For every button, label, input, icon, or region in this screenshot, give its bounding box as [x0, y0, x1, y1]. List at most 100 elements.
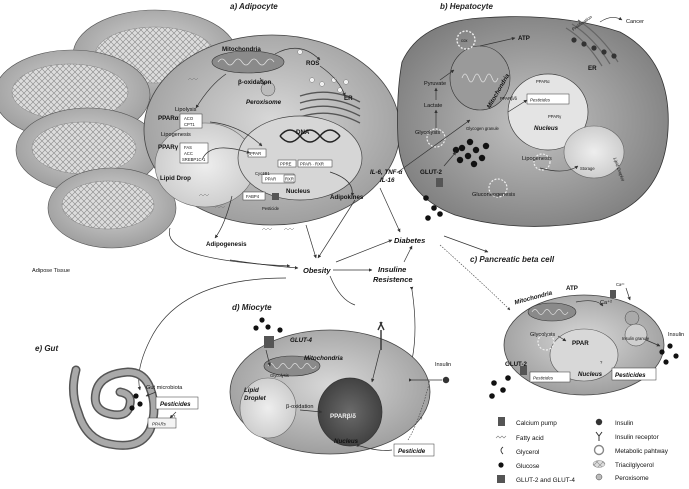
gut: e) Gut Gut microbiota Pesticides PPARs ? [35, 344, 199, 450]
fas-label: FAS [184, 145, 192, 150]
dna-label: DNA [296, 129, 310, 136]
legend-item-peroxisome: Peroxisome [595, 473, 649, 482]
obesity-label: Obesity [303, 266, 331, 275]
panel-title-adipocyte: a) Adipocyte [230, 2, 278, 11]
cpt1-label: CPT1 [184, 122, 195, 127]
glut2-hep-icon [436, 178, 443, 187]
mio-q-label: ? [420, 416, 423, 421]
systemic-effects: IL-6, TNF-α IL-16 Diabetes Obesity Insul… [137, 119, 511, 391]
ppar-rxr-complex-label: PPAR [265, 177, 276, 182]
glycerol-legend-icon [500, 446, 504, 455]
mio-lipid-label-2: Droplet [244, 395, 267, 402]
mitochondria-label: Mitochondria [222, 46, 261, 53]
lipid-drop-label: Lipid Drop [160, 175, 191, 182]
ppar-rxr-label: PPAR·· RXR [300, 162, 324, 167]
beta-glut2-label: GLUT-2 [505, 361, 528, 368]
insulin-resistance-label-1: Insuline [378, 265, 406, 274]
hep-nucleus-label: Nucleus [534, 125, 559, 132]
ppar-bd-hep-label: PPARβ/δ [500, 96, 518, 101]
ppar-alpha-label: PPARα [158, 115, 179, 122]
pesticide-icon [272, 193, 279, 200]
atp-label: ATP [518, 35, 530, 42]
ros-label: ROS [306, 60, 319, 67]
hep-lipogenesis-label: Lipogenesis [522, 156, 552, 162]
legend-item-glucose: Glucose [498, 462, 540, 470]
panel-title-gut: e) Gut [35, 344, 58, 353]
beta-oxidation-label: β-oxidation [238, 79, 272, 86]
lipogenesis-label: Lipogenesis [161, 132, 191, 138]
beta-nucleus-label: Nucleus [578, 371, 603, 378]
legend-item-glycerol: Glycerol [500, 446, 539, 456]
acc-label: ACC [184, 151, 193, 156]
legend-item-fatty-acid: Fatty acid [495, 435, 544, 442]
er-label: ER [344, 95, 353, 102]
svg-text:Calcium pump: Calcium pump [516, 420, 557, 427]
fatty-acid-marks [187, 77, 295, 231]
panel-title-beta-cell: c) Pancreatic beta cell [470, 255, 555, 264]
er-shape [299, 91, 361, 124]
beta-atp-label: ATP [566, 285, 578, 292]
peroxisome-label: Peroxisome [246, 99, 282, 106]
calcium-pump-legend-icon [498, 417, 505, 426]
insulin-receptor-legend-icon [595, 431, 603, 441]
beta-q-label: ? [600, 360, 603, 365]
svg-text:Insulin: Insulin [615, 420, 634, 427]
calcium-pump-icon [610, 290, 616, 298]
adipogenesis-label: Adipogenesis [206, 241, 247, 248]
hep-pesticides-label: Pesticides [530, 98, 551, 103]
legend-item-triacylglycerol: Triacilglycerol [592, 460, 654, 469]
insulin-resistance-label-2: Resistence [373, 275, 413, 284]
legend: Calcium pump Fatty acid Glycerol Glucose… [495, 417, 669, 484]
pesticide-label: Pesticide [262, 206, 280, 211]
legend-item-calcium-pump: Calcium pump [498, 417, 557, 427]
svg-text:GLUT-2 and GLUT-4: GLUT-2 and GLUT-4 [516, 477, 575, 484]
glut4-label: GLUT-4 [290, 337, 313, 344]
svg-text:Metabolic pahtway: Metabolic pahtway [615, 448, 669, 455]
gut-ppars-label: PPARs [152, 422, 167, 427]
diabetes-label: Diabetes [394, 236, 425, 245]
svg-text:Triacilglycerol: Triacilglycerol [615, 462, 654, 469]
triacylglycerol-legend-icon [592, 460, 606, 468]
glut-legend-icon [497, 475, 505, 483]
legend-item-glut: GLUT-2 and GLUT-4 [497, 475, 575, 484]
insulin-granule-label: Insulin granule [622, 336, 650, 341]
beta-pesticides2-label: Pesticides [615, 372, 646, 379]
glycolysis-label: Glycolysis [415, 130, 440, 136]
mio-ppar-label: PPARβ/δ [330, 413, 356, 420]
cancer-label: Cancer [626, 19, 644, 25]
beta-ppar-label: PPAR [572, 340, 589, 347]
mio-glycolysis-label: Glycolysis [270, 373, 289, 378]
svg-text:Glucose: Glucose [516, 463, 540, 470]
storage-label: Storage [580, 166, 595, 171]
pyruvate-label: Pyruvate [424, 81, 446, 87]
svg-text:Insulin receptor: Insulin receptor [615, 434, 660, 441]
legend-item-metabolic-pathway: Metabolic pahtway [593, 444, 669, 456]
cyp-label: Cyc1B1 [255, 171, 270, 176]
glycogen-label: Glycogen granule [466, 126, 499, 131]
mio-pesticide-label: Pesticide [398, 448, 426, 455]
glut2-label-hep: GLUT-2 [420, 169, 443, 176]
rxr-label: RXR [285, 177, 294, 182]
lipolysis-label: Lipolysis [175, 107, 197, 113]
mio-nucleus-label: Nucleus [334, 438, 359, 445]
hep-ppar-gamma-label: PPARγ [548, 114, 562, 119]
mio-beta-oxidation-label: β-oxidation [286, 404, 313, 410]
beta-cell: c) Pancreatic beta cell Ca²⁺ Ca⁺² ATP Mi… [470, 255, 684, 399]
beta-insulin-label: Insulin [668, 332, 684, 338]
gut-q-label: ? [173, 414, 176, 419]
nucleus-label: Nucleus [286, 188, 311, 195]
beta-glycolysis-label: Glycolysis [530, 332, 555, 338]
beta-pesticides-label: Pesticides [533, 376, 554, 381]
gut-pesticides-label: Pesticides [160, 401, 191, 408]
legend-item-insulin-receptor: Insulin receptor [595, 431, 660, 441]
insulin-receptor-icon [377, 321, 385, 350]
intestine-shape [68, 365, 159, 450]
cytokines-label-1: IL-6, TNF-α [370, 169, 404, 176]
mio-insulin-label: Insulin [435, 362, 451, 368]
fabp4-label: FABP4 [246, 194, 260, 199]
adipokines-label: Adipokines [330, 194, 364, 201]
glut4-icon [264, 336, 274, 348]
svg-text:Glycerol: Glycerol [516, 449, 539, 456]
ppre-label: PPRE [280, 162, 292, 167]
